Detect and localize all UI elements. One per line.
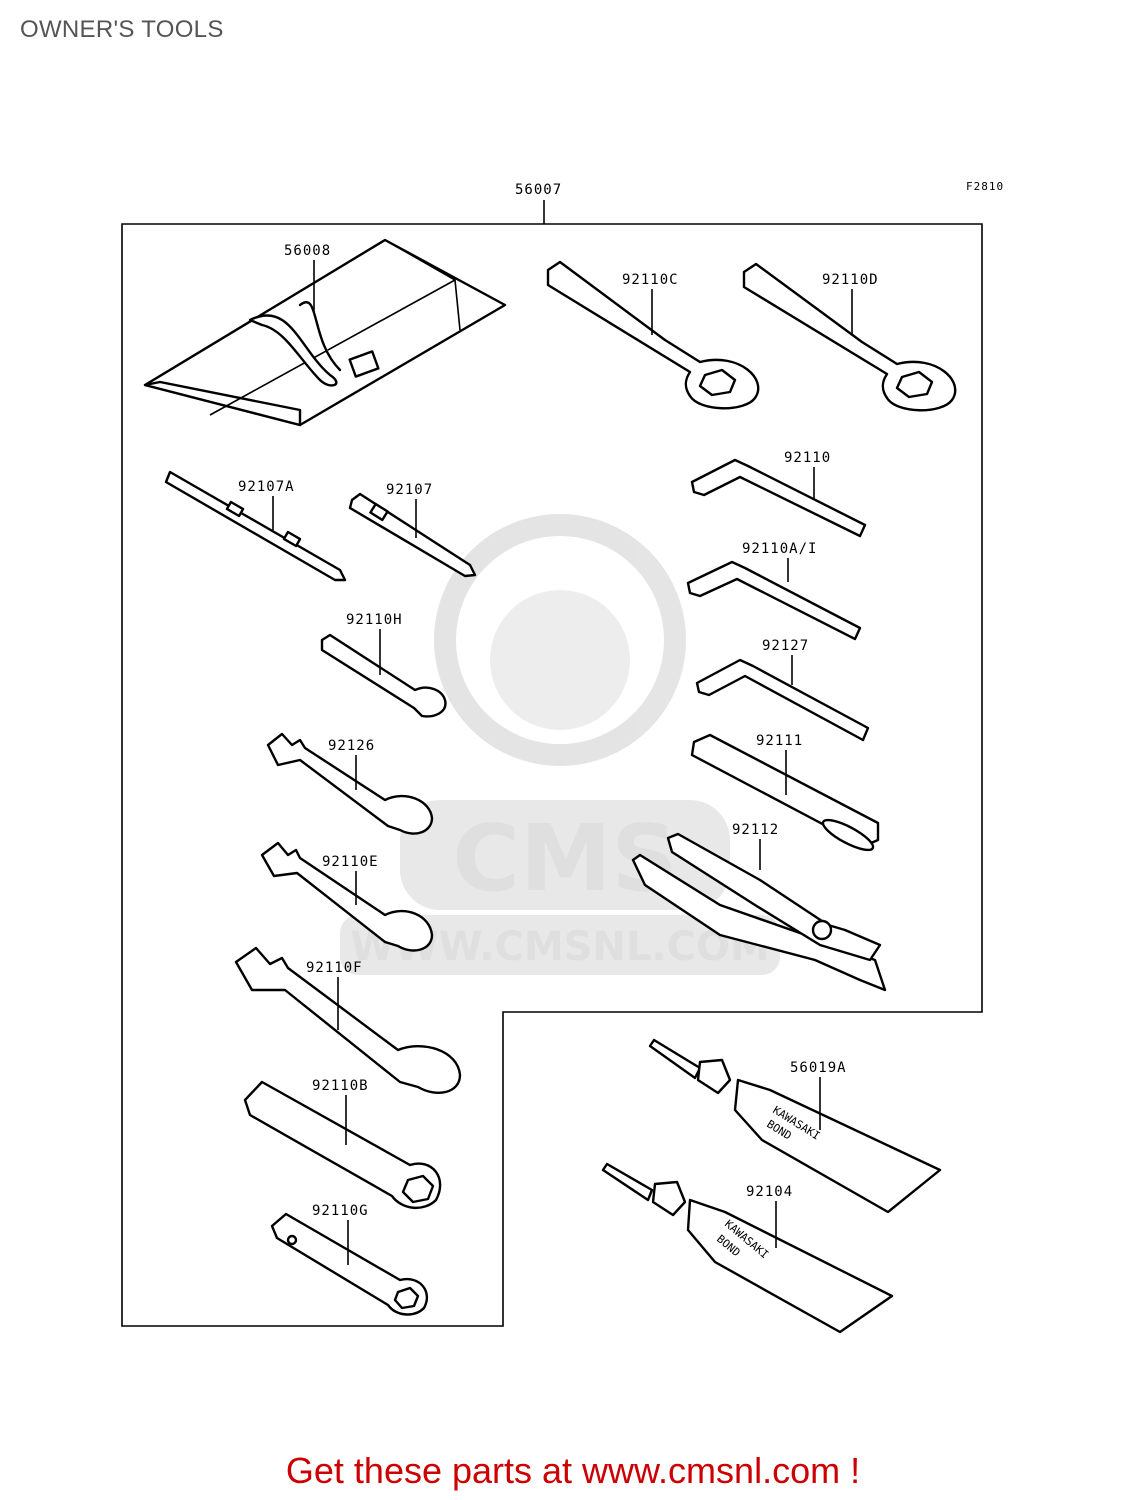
- screwdriver-92107A: [164, 470, 347, 582]
- label-56007: 56007: [515, 182, 562, 198]
- label-92127: 92127: [762, 638, 809, 654]
- tool-bag-56008: [143, 238, 507, 427]
- label-92110H: 92110H: [346, 612, 403, 628]
- bond-tube-92104: KAWASAKI BOND: [601, 1162, 894, 1334]
- label-92112: 92112: [732, 822, 779, 838]
- label-92110E: 92110E: [322, 854, 379, 870]
- label-56019A: 56019A: [790, 1060, 847, 1076]
- figure-code: F2810: [966, 180, 1004, 193]
- open-wrench-92110E: [260, 841, 434, 952]
- label-56008: 56008: [284, 243, 331, 259]
- pliers-92112: [631, 832, 887, 992]
- screwdriver-92107: [348, 492, 477, 578]
- open-wrench-92110F: [234, 946, 462, 1094]
- label-92107A: 92107A: [238, 479, 295, 495]
- label-92110B: 92110B: [312, 1078, 369, 1094]
- box-wrench-92110D: [742, 262, 957, 412]
- label-92110D: 92110D: [822, 272, 879, 288]
- label-92110AI: 92110A/I: [742, 541, 817, 557]
- hex-key-92127: [695, 658, 870, 742]
- label-92110C: 92110C: [622, 272, 679, 288]
- footer-link[interactable]: Get these parts at www.cmsnl.com !: [285, 1450, 861, 1491]
- hex-key-92110AI: [686, 560, 862, 641]
- label-92110F: 92110F: [306, 960, 363, 976]
- page-title: OWNER'S TOOLS: [20, 16, 224, 43]
- open-wrench-92126: [266, 732, 434, 835]
- hex-key-92110: [690, 458, 867, 538]
- bond-tube-56019A: KAWASAKI BOND: [648, 1038, 942, 1214]
- label-92111: 92111: [756, 733, 803, 749]
- label-92104: 92104: [746, 1184, 793, 1200]
- wrench-92110H: [320, 633, 447, 718]
- box-wrench-92110C: [546, 260, 760, 410]
- label-92126: 92126: [328, 738, 375, 754]
- bar-92111: [690, 733, 880, 852]
- label-92110: 92110: [784, 450, 831, 466]
- box-spanner-92110G: [270, 1212, 429, 1316]
- kit-outline: [121, 223, 983, 1327]
- box-spanner-92110B: [243, 1080, 442, 1209]
- label-92107: 92107: [386, 482, 433, 498]
- label-92110G: 92110G: [312, 1203, 369, 1219]
- parts-diagram: CMS WWW.CMSNL.COM F2810 56007 56008 9211…: [121, 180, 1004, 1334]
